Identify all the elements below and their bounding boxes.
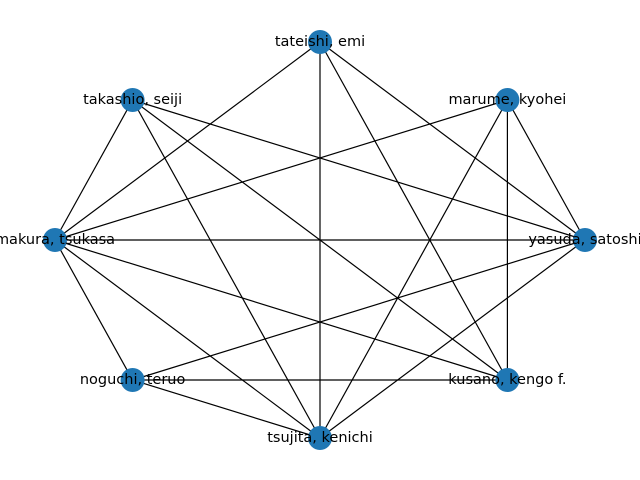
node-label-marume: marume, kyohei <box>448 92 566 108</box>
edge-yasuda-noguchi <box>132 239 586 381</box>
node-kusano <box>495 368 520 392</box>
node-label-yasuda: yasuda, satoshi <box>528 232 640 248</box>
node-label-noguchi: noguchi, teruo <box>80 372 186 388</box>
node-label-tsujita: tsujita, kenichi <box>267 430 373 446</box>
node-tsujita <box>308 426 332 450</box>
edge-makura-tsujita <box>54 239 321 439</box>
edge-tateishi-yasuda <box>319 41 586 241</box>
node-label-makura: makura, tsukasa <box>0 232 115 248</box>
node-takashio <box>120 88 145 112</box>
node-layer <box>43 30 597 450</box>
edge-layer <box>54 41 586 439</box>
node-marume <box>495 88 520 112</box>
edge-marume-makura <box>54 99 508 241</box>
node-makura <box>43 228 67 252</box>
node-yasuda <box>573 228 597 252</box>
node-tateishi <box>308 30 332 54</box>
edge-takashio-tsujita <box>132 99 321 439</box>
edge-marume-tsujita <box>319 99 508 439</box>
node-label-takashio: takashio, seiji <box>83 92 182 108</box>
edge-takashio-makura <box>54 99 134 241</box>
edge-makura-kusano <box>54 239 508 381</box>
edge-tateishi-kusano <box>319 41 508 381</box>
node-label-kusano: kusano, kengo f. <box>448 372 566 388</box>
node-noguchi <box>120 368 145 392</box>
edge-yasuda-tsujita <box>319 239 586 439</box>
edge-makura-noguchi <box>54 239 134 381</box>
edge-takashio-yasuda <box>132 99 586 241</box>
label-layer: tateishi, emi marume, kyohei yasuda, satos… <box>0 34 640 446</box>
edge-marume-yasuda <box>506 99 586 241</box>
edge-noguchi-tsujita <box>132 379 321 439</box>
node-label-tateishi: tateishi, emi <box>275 34 365 50</box>
